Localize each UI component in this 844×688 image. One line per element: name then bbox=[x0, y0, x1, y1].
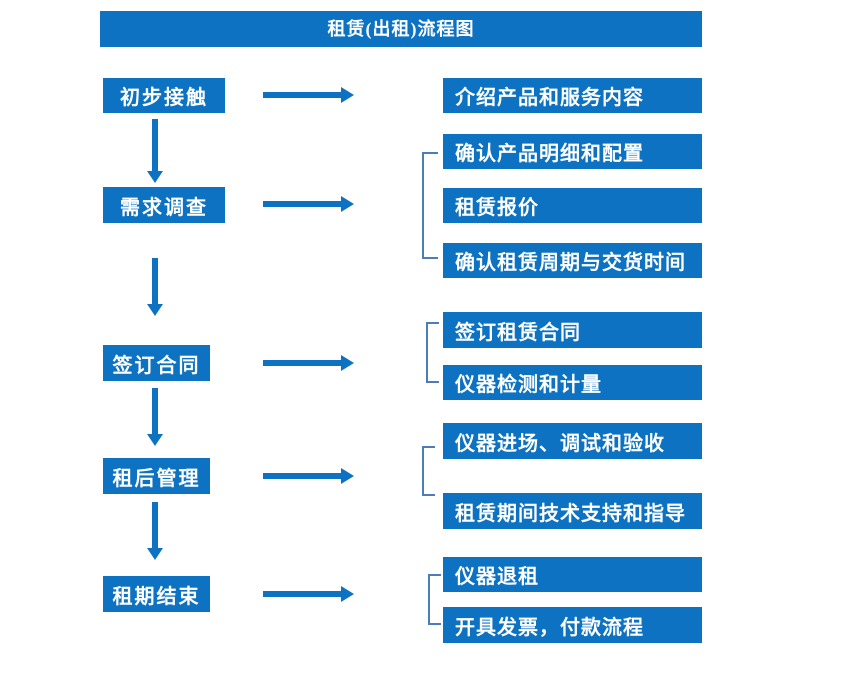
right-arrow bbox=[263, 468, 354, 484]
detail-box-invoice-payment: 开具发票，付款流程 bbox=[443, 607, 702, 643]
arrow-head-icon bbox=[341, 196, 354, 212]
detail-box-instrument-entry-commissioning: 仪器进场、调试和验收 bbox=[443, 423, 702, 459]
stage-box-post-rental-management: 租后管理 bbox=[103, 458, 210, 494]
arrow-head-icon bbox=[147, 434, 163, 446]
group-bracket bbox=[426, 322, 439, 383]
arrow-shaft bbox=[263, 92, 341, 98]
detail-box-introduce-products-services: 介绍产品和服务内容 bbox=[443, 78, 702, 113]
arrow-head-icon bbox=[341, 468, 354, 484]
group-bracket bbox=[422, 152, 438, 259]
arrow-head-icon bbox=[341, 355, 354, 371]
arrow-shaft bbox=[263, 473, 341, 479]
flowchart-title: 租赁(出租)流程图 bbox=[100, 11, 702, 47]
arrow-head-icon bbox=[147, 171, 163, 183]
right-arrow bbox=[263, 355, 354, 371]
detail-box-rental-tech-support: 租赁期间技术支持和指导 bbox=[443, 493, 702, 529]
arrow-shaft bbox=[152, 502, 158, 548]
arrow-shaft bbox=[263, 360, 341, 366]
down-arrow bbox=[147, 119, 163, 183]
right-arrow bbox=[263, 87, 354, 103]
arrow-shaft bbox=[152, 119, 158, 171]
arrow-shaft bbox=[152, 388, 158, 434]
arrow-head-icon bbox=[341, 87, 354, 103]
group-bracket bbox=[428, 574, 441, 625]
down-arrow bbox=[147, 502, 163, 560]
detail-box-confirm-product-details: 确认产品明细和配置 bbox=[443, 134, 702, 169]
detail-box-sign-rental-contract: 签订租赁合同 bbox=[443, 312, 702, 348]
arrow-head-icon bbox=[147, 548, 163, 560]
arrow-shaft bbox=[263, 591, 341, 597]
stage-box-demand-survey: 需求调查 bbox=[103, 187, 225, 223]
detail-box-instrument-return: 仪器退租 bbox=[443, 557, 702, 592]
arrow-head-icon bbox=[341, 586, 354, 602]
stage-box-initial-contact: 初步接触 bbox=[103, 78, 225, 113]
down-arrow bbox=[147, 258, 163, 316]
arrow-shaft bbox=[152, 258, 158, 304]
down-arrow bbox=[147, 388, 163, 446]
stage-box-lease-end: 租期结束 bbox=[103, 576, 210, 612]
arrow-head-icon bbox=[147, 304, 163, 316]
group-bracket bbox=[422, 446, 435, 496]
stage-box-sign-contract: 签订合同 bbox=[103, 345, 210, 381]
detail-box-confirm-rental-period-delivery: 确认租赁周期与交货时间 bbox=[443, 243, 702, 278]
right-arrow bbox=[263, 196, 354, 212]
arrow-shaft bbox=[263, 201, 341, 207]
detail-box-instrument-testing-measurement: 仪器检测和计量 bbox=[443, 365, 702, 400]
right-arrow bbox=[263, 586, 354, 602]
detail-box-rental-quotation: 租赁报价 bbox=[443, 188, 702, 223]
